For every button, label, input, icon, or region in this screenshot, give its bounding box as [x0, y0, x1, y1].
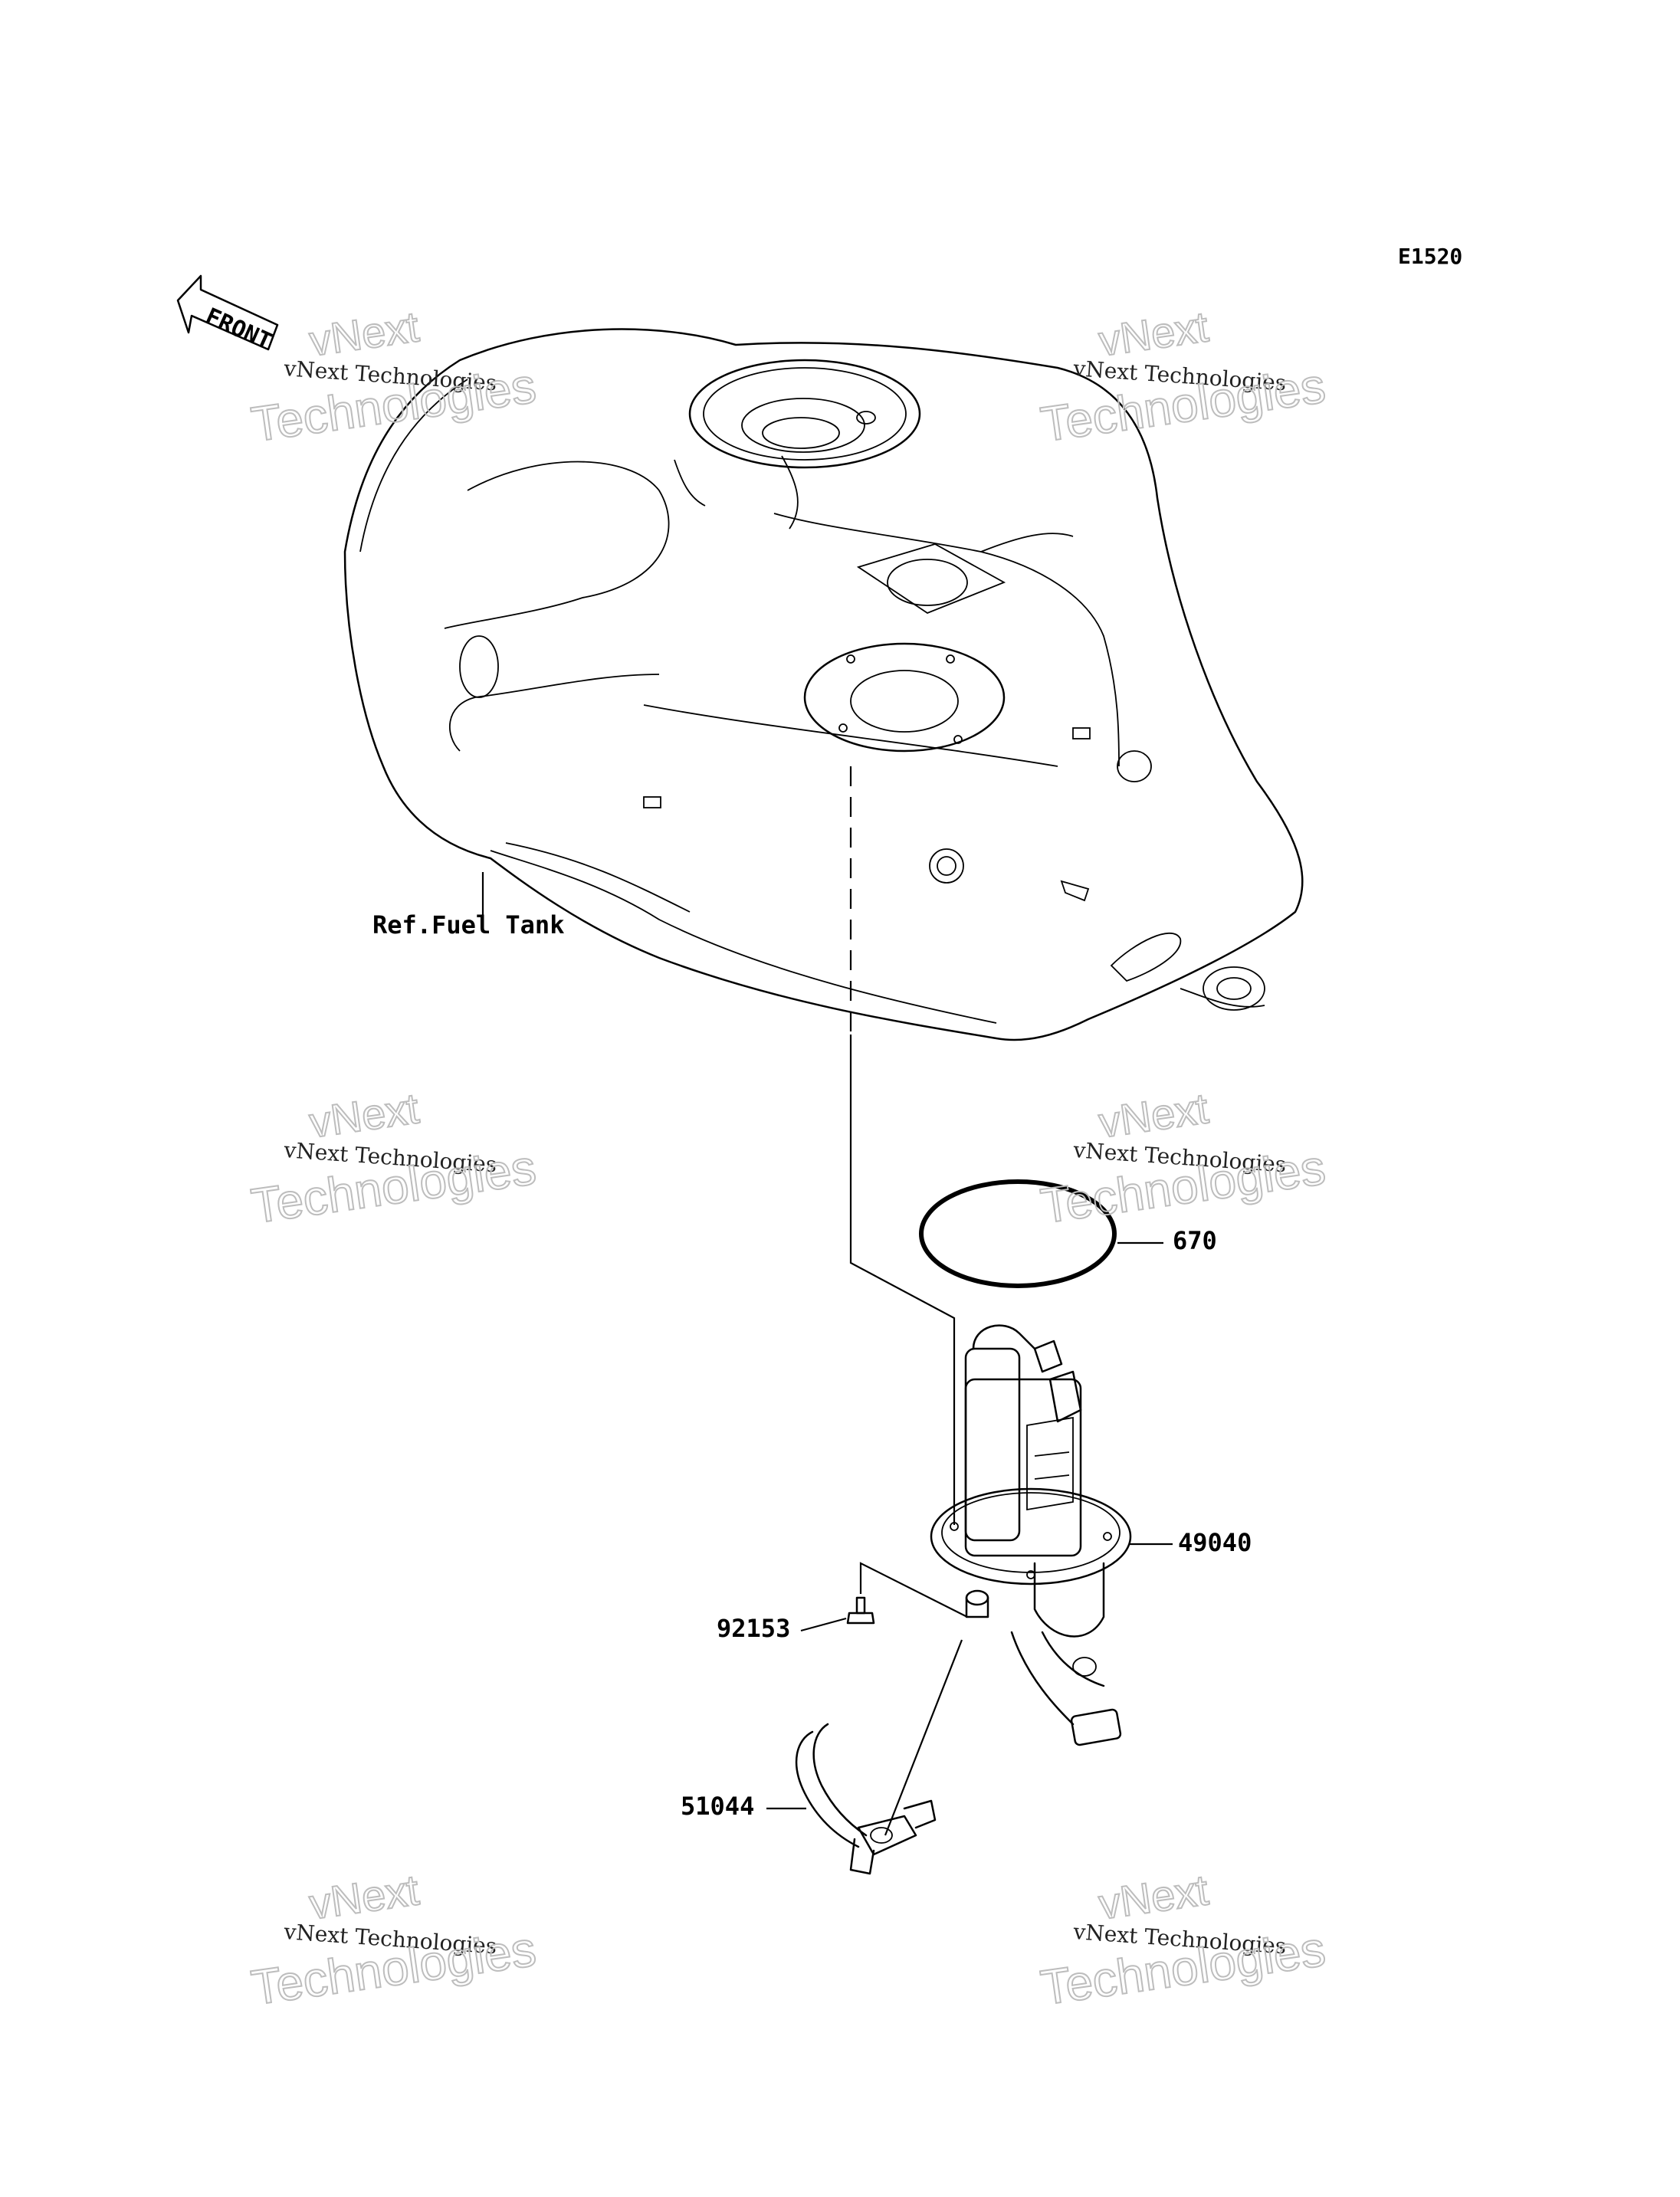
watermark: vNext vNext Technologies Technologies: [1037, 301, 1330, 453]
part-51044-label[interactable]: 51044: [681, 1792, 754, 1821]
svg-text:vNext: vNext: [1096, 302, 1212, 365]
front-arrow-icon: FRONT: [176, 274, 279, 356]
svg-text:vNext: vNext: [307, 1084, 422, 1146]
svg-text:vNext: vNext: [1096, 1865, 1212, 1928]
watermark: vNext vNext Technologies Technologies: [248, 301, 540, 453]
bolt-drawing: [846, 1562, 968, 1625]
part-670-label[interactable]: 670: [1173, 1226, 1217, 1255]
fuel-pump-drawing: [930, 1324, 1132, 1746]
svg-text:vNext: vNext: [307, 302, 422, 365]
leader-lines: [481, 872, 1173, 1810]
watermark: vNext vNext Technologies Technologies: [248, 1083, 540, 1235]
watermark: vNext vNext Technologies Technologies: [248, 1864, 540, 2016]
diagram-code: E1520: [1398, 244, 1462, 269]
svg-text:vNext: vNext: [1096, 1084, 1212, 1146]
o-ring-drawing: [919, 1179, 1117, 1288]
front-label: FRONT: [202, 303, 276, 356]
watermark: vNext vNext Technologies Technologies: [1037, 1083, 1330, 1235]
part-92153-label[interactable]: 92153: [717, 1614, 790, 1643]
hose-drawing: [795, 1639, 963, 1875]
part-49040-label[interactable]: 49040: [1178, 1528, 1252, 1557]
svg-text:vNext: vNext: [307, 1865, 422, 1928]
ref-fuel-tank-label[interactable]: Ref.Fuel Tank: [372, 910, 564, 939]
fuel-tank-drawing: [343, 328, 1304, 1041]
watermark: vNext vNext Technologies Technologies: [1037, 1864, 1330, 2016]
